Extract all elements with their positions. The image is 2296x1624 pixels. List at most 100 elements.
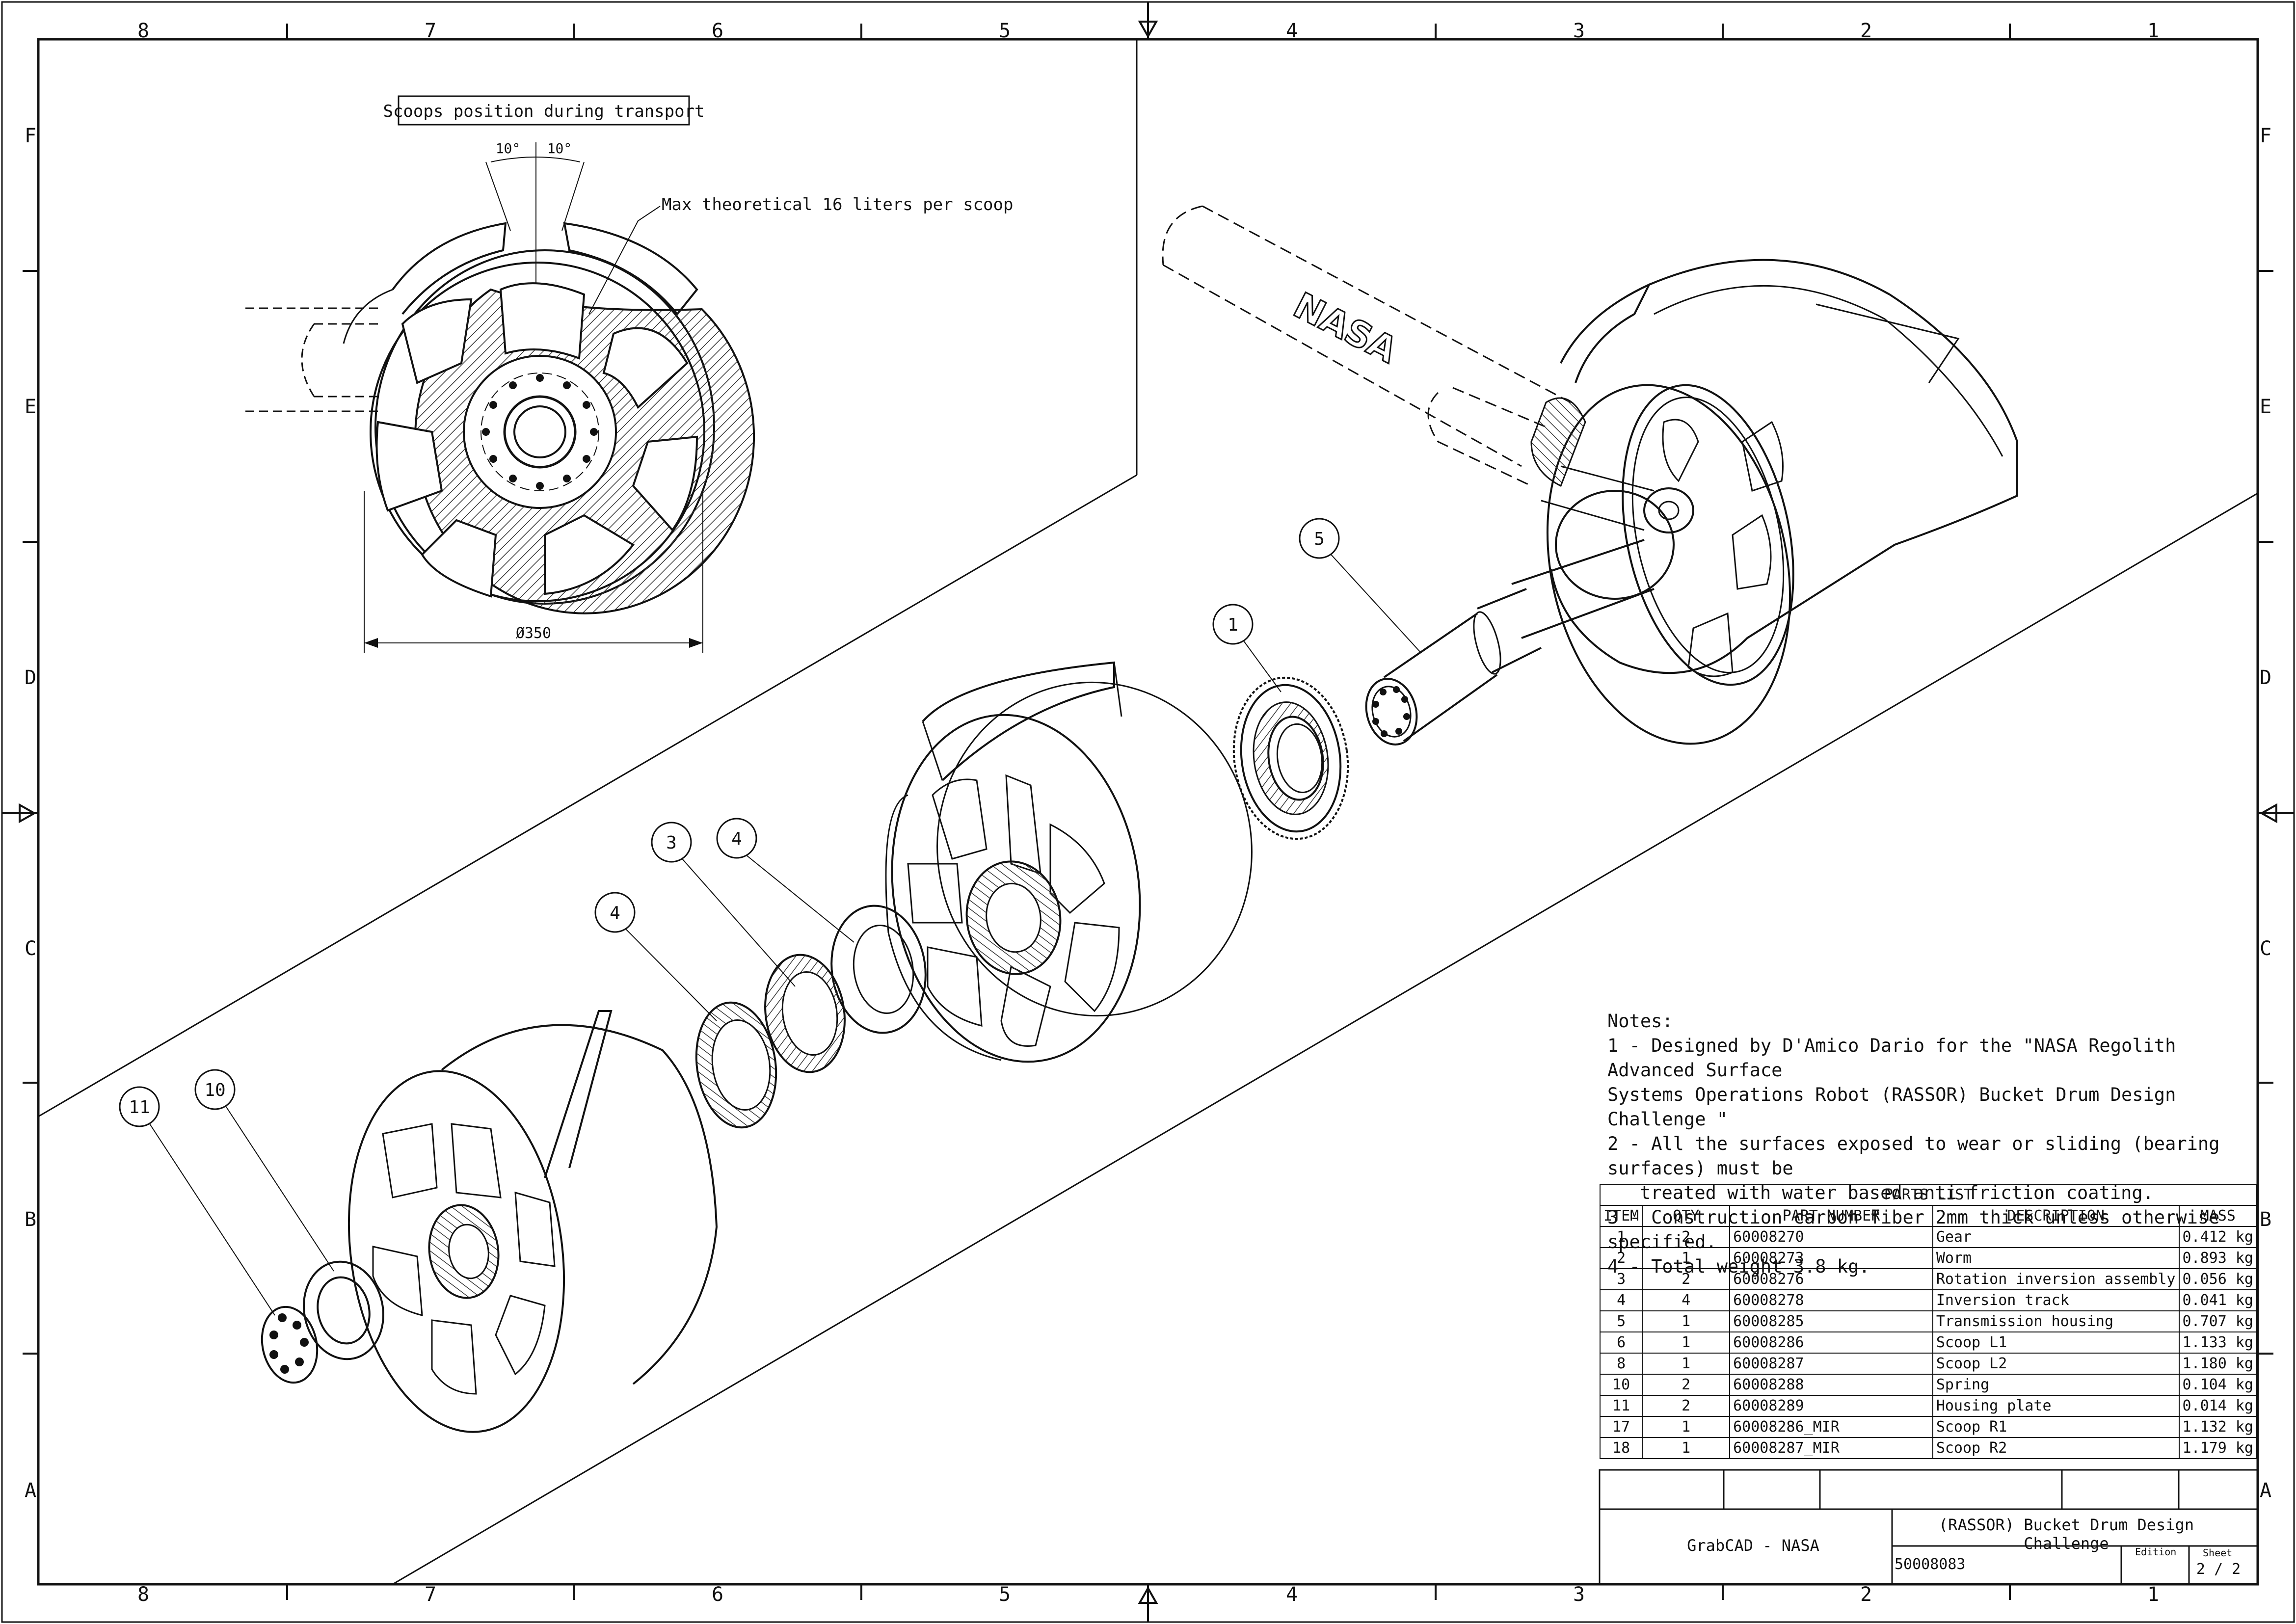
- cell-item: 5: [1599, 1310, 1643, 1332]
- title-block-sheet-value: 2 / 2: [2196, 1561, 2241, 1578]
- zone-label: C: [25, 937, 36, 960]
- zone-label: D: [2260, 666, 2271, 689]
- gear-part: [1232, 676, 1349, 840]
- note-line: 1 - Designed by D'Amico Dario for the "N…: [1607, 1035, 2176, 1081]
- cell-description: Rotation inversion assembly: [1932, 1268, 2180, 1290]
- middle-drum: [885, 661, 1253, 1063]
- cell-part-number: 60008286: [1729, 1331, 1933, 1354]
- cell-mass: 0.893 kg: [2178, 1247, 2257, 1269]
- zone-label: 3: [1573, 20, 1585, 42]
- cell-qty: 1: [1642, 1310, 1731, 1332]
- cell-qty: 2: [1642, 1374, 1731, 1396]
- cell-description: Housing plate: [1932, 1395, 2180, 1417]
- assembled-drum-view: [1162, 205, 2018, 745]
- zone-ticks: [23, 24, 2273, 1600]
- cell-part-number: 60008276: [1729, 1268, 1933, 1290]
- balloon-number: 3: [666, 833, 677, 853]
- cell-part-number: 60008285: [1729, 1310, 1933, 1332]
- parts-list-caption: PARTS LIST: [1600, 1184, 2257, 1206]
- inversion-parts: [695, 905, 927, 1129]
- zone-label: 1: [2147, 20, 2159, 42]
- transport-detail-view: [245, 95, 755, 653]
- col-header-mass: MASS: [2178, 1205, 2257, 1227]
- balloon-11: [119, 1086, 160, 1127]
- balloon-numbers: 5 1 3 4 4 10 11: [129, 529, 1325, 1118]
- zone-label: 5: [999, 20, 1011, 42]
- cell-item: 2: [1599, 1247, 1643, 1269]
- cell-mass: 1.132 kg: [2178, 1416, 2257, 1438]
- zone-label: D: [25, 666, 36, 689]
- detail-title: Scoops position during transport: [383, 102, 704, 121]
- cell-qty: 4: [1642, 1289, 1731, 1311]
- cell-mass: 0.056 kg: [2178, 1268, 2257, 1290]
- cell-item: 1: [1599, 1226, 1643, 1248]
- angle-dim-right: 10°: [547, 140, 572, 157]
- balloon-4: [594, 892, 636, 933]
- lower-drum: [347, 1010, 718, 1433]
- angle-dim-left: 10°: [496, 140, 521, 157]
- cell-description: Scoop L1: [1932, 1331, 2180, 1354]
- balloon-4-top: [716, 818, 757, 859]
- cell-qty: 1: [1642, 1353, 1731, 1375]
- cell-qty: 2: [1642, 1395, 1731, 1417]
- zone-label: E: [2260, 396, 2271, 418]
- balloon-number: 10: [204, 1080, 225, 1100]
- cell-item: 17: [1599, 1416, 1643, 1438]
- cell-mass: 0.041 kg: [2178, 1289, 2257, 1311]
- part-balloons: [119, 518, 1340, 1127]
- zone-label: A: [25, 1479, 36, 1502]
- zone-label: B: [25, 1208, 36, 1231]
- col-header-item: ITEM: [1599, 1205, 1643, 1227]
- zone-row-labels-right: F E D C B A: [2260, 125, 2271, 1502]
- detail-title-box: [398, 95, 690, 126]
- cell-mass: 1.133 kg: [2178, 1331, 2257, 1354]
- zone-label: B: [2260, 1208, 2271, 1231]
- balloon-5: [1299, 518, 1340, 559]
- cell-qty: 1: [1642, 1247, 1731, 1269]
- cell-part-number: 60008278: [1729, 1289, 1933, 1311]
- col-header-qty: QTY: [1642, 1205, 1731, 1227]
- cell-qty: 1: [1642, 1437, 1731, 1459]
- cell-description: Gear: [1932, 1226, 2180, 1248]
- cell-description: Worm: [1932, 1247, 2180, 1269]
- cell-item: 3: [1599, 1268, 1643, 1290]
- cell-description: Transmission housing: [1932, 1310, 2180, 1332]
- cell-description: Scoop R2: [1932, 1437, 2180, 1459]
- cell-mass: 1.179 kg: [2178, 1437, 2257, 1459]
- title-block-frame: [1599, 1469, 2259, 1585]
- cell-qty: 2: [1642, 1268, 1731, 1290]
- zone-column-labels-bottom: 8 7 6 5 4 3 2 1: [137, 1583, 2159, 1606]
- zone-label: 2: [1860, 1583, 1872, 1606]
- zone-label: 8: [137, 1583, 149, 1606]
- cell-description: Scoop R1: [1932, 1416, 2180, 1438]
- zone-label: 4: [1286, 1583, 1298, 1606]
- capacity-note: Max theoretical 16 liters per scoop: [662, 195, 1013, 214]
- zone-column-labels-top: 8 7 6 5 4 3 2 1: [137, 20, 2159, 42]
- cell-part-number: 60008286_MIR: [1729, 1416, 1933, 1438]
- cell-item: 4: [1599, 1289, 1643, 1311]
- cell-qty: 1: [1642, 1331, 1731, 1354]
- cell-part-number: 60008273: [1729, 1247, 1933, 1269]
- title-block-edition-label: Edition: [2135, 1546, 2177, 1558]
- nasa-logo: NASA: [1287, 285, 1404, 371]
- cell-qty: 1: [1642, 1416, 1731, 1438]
- zone-label: 2: [1860, 20, 1872, 42]
- zone-label: 3: [1573, 1583, 1585, 1606]
- cell-part-number: 60008287: [1729, 1353, 1933, 1375]
- cell-mass: 0.014 kg: [2178, 1395, 2257, 1417]
- cell-description: Scoop L2: [1932, 1353, 2180, 1375]
- zone-label: 6: [712, 20, 723, 42]
- cell-item: 6: [1599, 1331, 1643, 1354]
- balloon-number: 4: [610, 903, 620, 923]
- cell-item: 18: [1599, 1437, 1643, 1459]
- cell-mass: 0.707 kg: [2178, 1310, 2257, 1332]
- cell-part-number: 60008270: [1729, 1226, 1933, 1248]
